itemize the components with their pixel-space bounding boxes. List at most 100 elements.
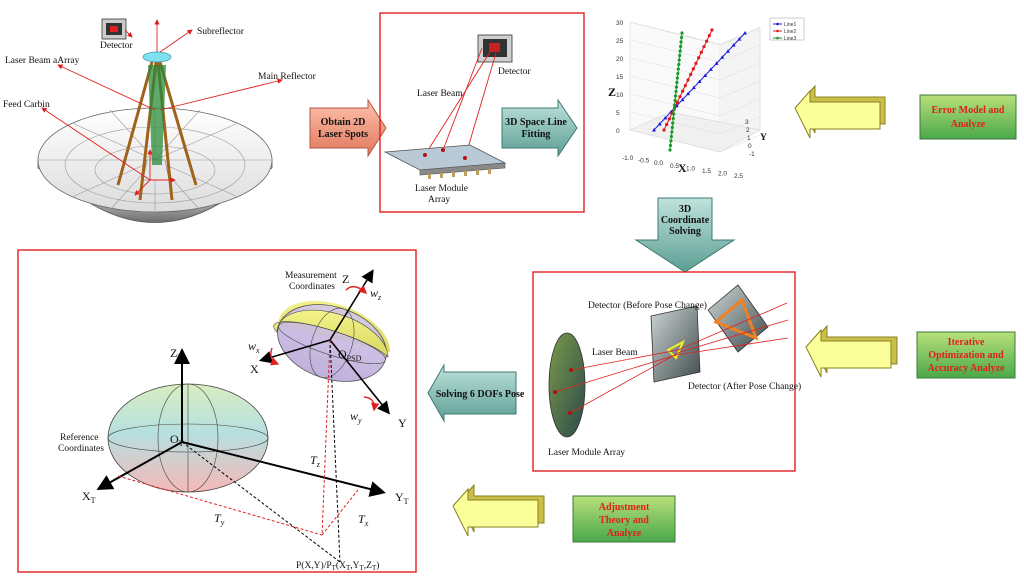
obtain-spots-arrow: Obtain 2D Laser Spots xyxy=(309,98,387,158)
series-point xyxy=(697,56,701,60)
series-point xyxy=(669,134,673,139)
series-point xyxy=(675,100,679,104)
x-tick-label: -0.5 xyxy=(638,158,650,165)
x-tick-label: 1.5 xyxy=(702,168,711,175)
series-point xyxy=(676,67,680,71)
series-point xyxy=(670,125,674,130)
line-fitting-arrow: 3D Space Line Fitting xyxy=(501,98,578,158)
measurement-line2: Coordinates xyxy=(289,282,335,292)
module-panel-frame xyxy=(379,12,585,213)
y-tick-label: 2 xyxy=(746,127,750,134)
main-reflector-label: Main Reflector xyxy=(258,71,317,82)
series-point xyxy=(676,71,680,76)
series-point xyxy=(668,148,672,152)
series-point xyxy=(667,117,671,121)
detector-before-label: Detector (Before Pose Change) xyxy=(588,300,707,311)
series-point xyxy=(680,97,685,102)
series-point xyxy=(668,143,673,148)
subreflector-label: Subreflector xyxy=(197,26,245,37)
y-tick-label: 0 xyxy=(748,143,752,150)
series-point xyxy=(691,85,696,90)
series-point xyxy=(691,67,695,71)
solving-pose-label: Solving 6 DOFs Pose xyxy=(436,389,525,400)
series-point xyxy=(680,31,684,35)
series-point xyxy=(714,61,719,65)
legend-marker xyxy=(776,36,779,40)
iterative-line1: Iterative xyxy=(948,337,985,348)
iterative-line2: Optimization and xyxy=(928,350,1004,361)
series-point xyxy=(697,79,702,83)
series-point xyxy=(670,130,674,134)
legend-label: Line3 xyxy=(784,36,796,42)
obtain-spots-line2: Laser Spots xyxy=(318,129,368,140)
legend-label: Line2 xyxy=(784,29,796,35)
series-point xyxy=(677,58,681,62)
z-tick-label: 15 xyxy=(616,74,624,81)
opsd-label: OPSD xyxy=(338,347,362,363)
series-point xyxy=(672,107,676,112)
series-point xyxy=(702,45,706,49)
x-tick-label: 2.0 xyxy=(718,171,727,178)
laser-module-array-line1: Laser Module xyxy=(415,184,468,194)
series-point xyxy=(657,121,662,126)
ot-label: OT xyxy=(170,432,184,448)
series-point xyxy=(681,89,685,93)
x-tick-label: 0.0 xyxy=(654,160,663,167)
error-model-box: Error Model and Analyze xyxy=(919,94,1017,140)
wz-label: wz xyxy=(370,286,382,302)
series-point xyxy=(678,95,682,99)
legend-marker xyxy=(776,22,779,26)
line-fitting-line2: Fitting xyxy=(522,129,551,140)
series-point xyxy=(731,43,736,47)
subreflector-disc xyxy=(142,51,172,63)
series-point xyxy=(699,50,703,54)
z-tick-label: 5 xyxy=(616,110,620,117)
series-point xyxy=(679,40,683,44)
antenna-illustration: Detector Subreflector Laser Beam aArray … xyxy=(3,18,317,223)
pose-module-array-label: Laser Module Array xyxy=(548,448,625,458)
wy-label: wy xyxy=(350,409,362,425)
chart-x-axis-label: X xyxy=(678,161,687,175)
xt-label: XT xyxy=(82,489,96,505)
series-point xyxy=(673,103,677,107)
x-tick-label: 1.0 xyxy=(686,165,695,172)
coordinate-solving-line1: 3D xyxy=(679,204,691,215)
laser-beam-label: Laser Beam xyxy=(417,89,463,99)
feed-carbin-label: Feed Carbin xyxy=(3,100,50,110)
z-tick-label: 0 xyxy=(616,128,620,135)
zt-label: ZT xyxy=(170,346,182,362)
detector-label-2: Detector xyxy=(498,67,532,77)
measurement-line1: Measurement xyxy=(285,271,337,281)
pose-laser-beam-label: Laser Beam xyxy=(592,348,638,358)
yellow-arrow-middle xyxy=(805,324,898,378)
adjustment-line1: Adjustment xyxy=(599,502,650,513)
series-point xyxy=(743,31,747,35)
series-point xyxy=(665,122,669,127)
tx-label: Tx xyxy=(358,512,369,528)
detector-label: Detector xyxy=(100,41,134,51)
series-point xyxy=(671,121,675,125)
series-point xyxy=(694,61,698,65)
wx-label: wx xyxy=(248,339,260,355)
z-tick-label: 25 xyxy=(616,38,624,45)
coordinate-solving-line2: Coordinate xyxy=(661,215,710,226)
iterative-line3: Accuracy Analyze xyxy=(928,363,1005,374)
series-point xyxy=(710,28,714,32)
z-tick-label: 10 xyxy=(616,92,624,99)
coord-panel-frame xyxy=(17,249,417,573)
detector-before xyxy=(650,305,701,383)
line-fitting-line1: 3D Space Line xyxy=(505,117,567,128)
reference-line1: Reference xyxy=(60,432,99,443)
meas-z-label: Z xyxy=(342,272,349,286)
coord-panel: Measurement Coordinates Reference Coordi… xyxy=(58,269,409,572)
x-tick-label: 2.5 xyxy=(734,173,743,180)
meas-x-label: X xyxy=(250,362,259,376)
reference-line2: Coordinates xyxy=(58,444,104,454)
series-point xyxy=(686,78,690,82)
laser-module-disc xyxy=(548,332,586,438)
adjustment-theory-box: Adjustment Theory and Analyze xyxy=(572,495,676,543)
series-point xyxy=(663,115,668,120)
y-tick-label: 3 xyxy=(745,119,749,126)
